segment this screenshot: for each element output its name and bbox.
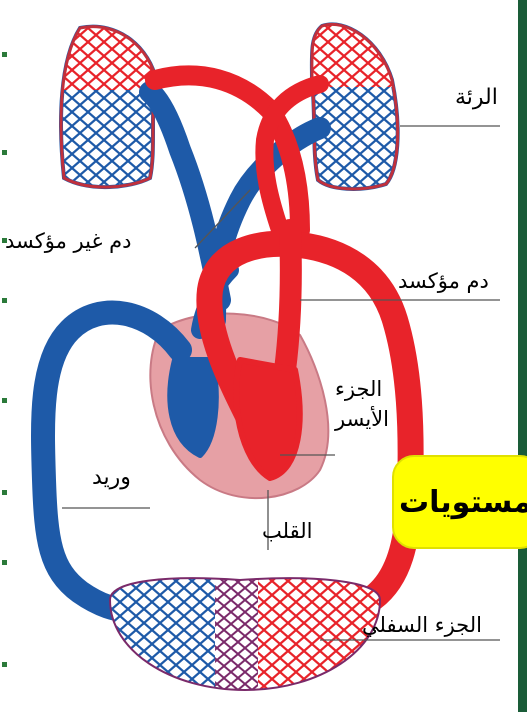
label-lung: الرئة [455, 86, 498, 110]
bullet-marker [2, 298, 7, 303]
label-vein: وريد [92, 466, 131, 490]
levels-callout-text: مستويات [399, 485, 527, 520]
bullet-marker [2, 662, 7, 667]
right-edge-bar [518, 0, 527, 712]
bullet-marker [2, 490, 7, 495]
lower-body-capillaries [100, 570, 388, 700]
bullet-marker [2, 52, 7, 57]
bullet-marker [2, 560, 7, 565]
label-heart: القلب [262, 520, 312, 543]
label-deoxygenated-blood: دم غير مؤكسد [5, 230, 131, 253]
label-lower-part: الجزء السفلي [362, 614, 482, 637]
bullet-marker [2, 398, 7, 403]
right-lung [305, 15, 405, 189]
label-oxygenated-blood: دم مؤكسد [398, 270, 489, 293]
label-left-part-line1: الجزء [335, 378, 382, 401]
left-lung [60, 20, 160, 187]
label-left-part-line2: الأيسر [335, 408, 389, 431]
bullet-marker [2, 150, 7, 155]
